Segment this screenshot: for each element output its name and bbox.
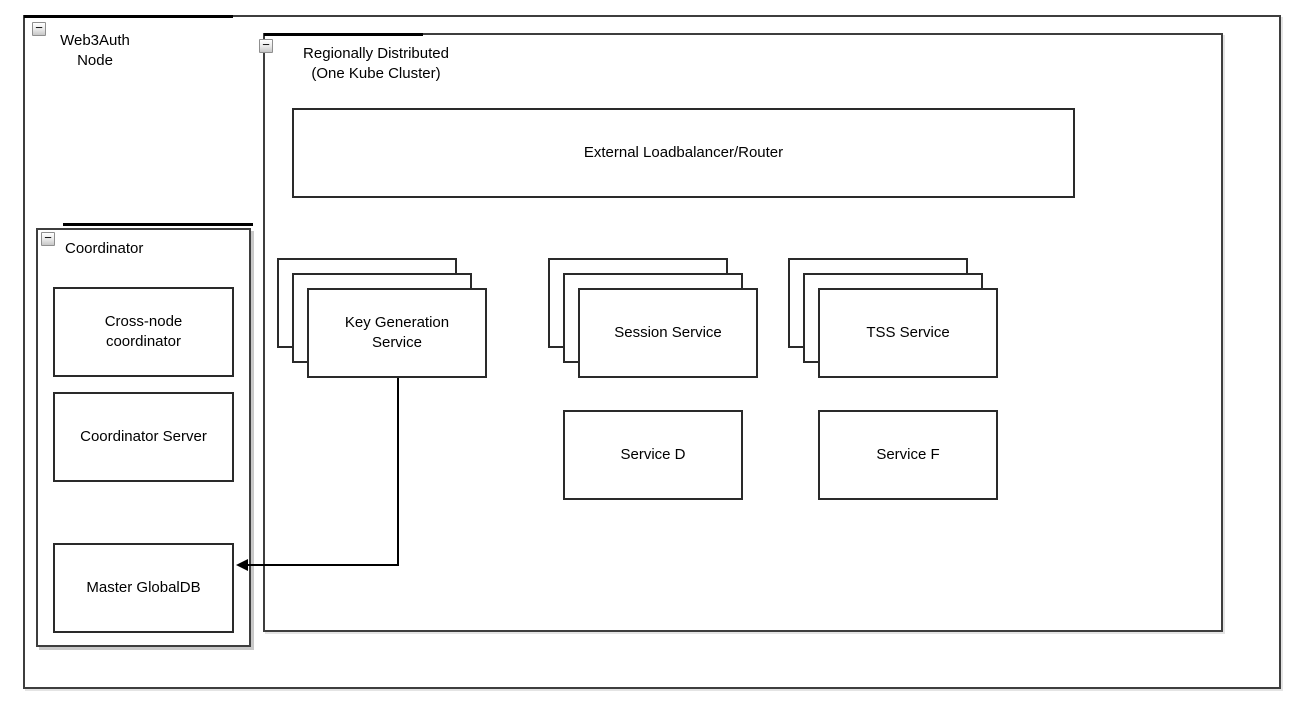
coordinator-label: Coordinator bbox=[65, 240, 144, 257]
node-cross-node-coordinator: Cross-node coordinator bbox=[53, 287, 234, 377]
collapse-minus-icon-regionally[interactable]: − bbox=[259, 37, 273, 53]
minus-glyph: − bbox=[44, 230, 52, 245]
node-master-globaldb: Master GlobalDB bbox=[53, 543, 234, 633]
regionally-top-edge bbox=[264, 33, 423, 36]
node-key-generation-service: Key Generation Service bbox=[307, 288, 487, 378]
node-coordinator-server: Coordinator Server bbox=[53, 392, 234, 482]
regionally-distributed-label: Regionally Distributed (One Kube Cluster… bbox=[303, 45, 449, 82]
coordinator-top-edge bbox=[63, 223, 253, 226]
node-external-loadbalancer: External Loadbalancer/Router bbox=[292, 108, 1075, 198]
web3auth-node-label: Web3Auth Node bbox=[60, 32, 130, 69]
node-service-d: Service D bbox=[563, 410, 743, 500]
web3auth-top-edge bbox=[24, 15, 233, 18]
collapse-minus-icon-coordinator[interactable]: − bbox=[41, 230, 55, 246]
node-key-generation-service-stack: Key Generation Service bbox=[277, 258, 487, 378]
edge-kgs-to-masterdb-horizontal bbox=[247, 564, 398, 566]
minus-glyph: − bbox=[262, 37, 270, 52]
collapse-minus-icon-web3auth[interactable]: − bbox=[32, 20, 46, 36]
node-tss-service: TSS Service bbox=[818, 288, 998, 378]
arrowhead-icon bbox=[236, 559, 248, 571]
edge-kgs-to-masterdb-vertical bbox=[397, 378, 399, 566]
node-service-f: Service F bbox=[818, 410, 998, 500]
node-tss-service-stack: TSS Service bbox=[788, 258, 998, 378]
node-session-service-stack: Session Service bbox=[548, 258, 758, 378]
minus-glyph: − bbox=[35, 20, 43, 35]
node-session-service: Session Service bbox=[578, 288, 758, 378]
